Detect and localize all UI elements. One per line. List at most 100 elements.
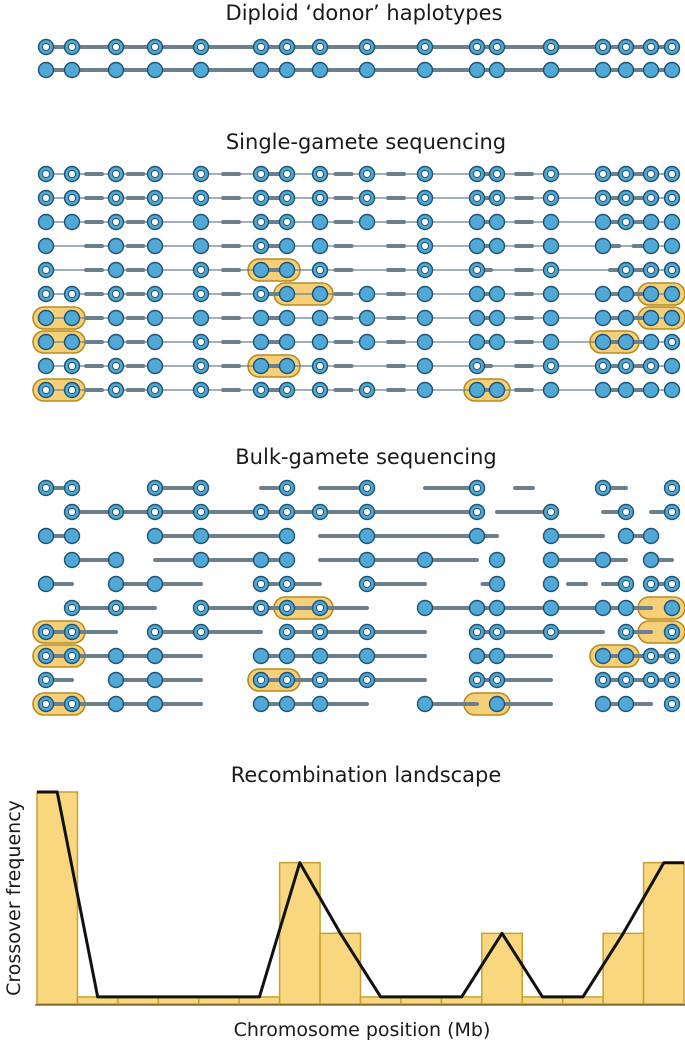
allele-marker-ref	[63, 551, 81, 569]
allele-marker-ref	[642, 333, 660, 351]
allele-marker-hole	[492, 42, 502, 52]
allele-marker-hole	[315, 627, 325, 637]
allele-marker-ref	[488, 61, 506, 79]
haplotype-row	[32, 620, 685, 644]
allele-marker-ref	[278, 647, 296, 665]
allele-marker-hole	[67, 193, 77, 203]
donor-haplotypes	[37, 38, 681, 79]
allele-marker-hole	[67, 289, 77, 299]
allele-marker-ref	[594, 237, 612, 255]
allele-marker-ref	[358, 213, 376, 231]
allele-marker-hole	[667, 627, 677, 637]
allele-marker-hole	[472, 193, 482, 203]
allele-marker-hole	[621, 675, 631, 685]
allele-marker-ref	[663, 309, 681, 327]
allele-marker-hole	[111, 289, 121, 299]
allele-marker-ref	[468, 309, 486, 327]
allele-marker-hole	[546, 42, 556, 52]
allele-marker-hole	[111, 193, 121, 203]
allele-marker-ref	[146, 527, 164, 545]
allele-marker-ref	[542, 61, 560, 79]
allele-marker-ref	[63, 527, 81, 545]
allele-marker-hole	[150, 193, 160, 203]
allele-marker-ref	[488, 285, 506, 303]
allele-marker-ref	[107, 671, 125, 689]
allele-marker-hole	[150, 42, 160, 52]
allele-marker-hole	[67, 699, 77, 709]
allele-marker-ref	[278, 695, 296, 713]
allele-marker-hole	[667, 675, 677, 685]
allele-marker-ref	[594, 599, 612, 617]
allele-marker-ref	[416, 309, 434, 327]
allele-marker-ref	[468, 285, 486, 303]
allele-marker-hole	[546, 507, 556, 517]
allele-marker-hole	[282, 507, 292, 517]
allele-marker-hole	[420, 217, 430, 227]
allele-marker-ref	[542, 575, 560, 593]
allele-marker-ref	[594, 551, 612, 569]
allele-marker-ref	[107, 551, 125, 569]
allele-marker-ref	[311, 61, 329, 79]
allele-marker-hole	[667, 265, 677, 275]
allele-marker-hole	[196, 289, 206, 299]
allele-marker-ref	[663, 213, 681, 231]
allele-marker-hole	[492, 169, 502, 179]
allele-marker-hole	[41, 193, 51, 203]
allele-marker-ref	[146, 61, 164, 79]
allele-marker-ref	[107, 237, 125, 255]
allele-marker-ref	[358, 309, 376, 327]
allele-marker-hole	[315, 265, 325, 275]
allele-marker-hole	[111, 507, 121, 517]
allele-marker-ref	[468, 213, 486, 231]
allele-marker-hole	[472, 265, 482, 275]
allele-marker-hole	[362, 169, 372, 179]
allele-marker-hole	[667, 337, 677, 347]
allele-marker-hole	[621, 193, 631, 203]
allele-marker-hole	[41, 651, 51, 661]
allele-marker-hole	[67, 361, 77, 371]
y-axis-label: Crossover frequency	[3, 800, 25, 996]
haplotype-row	[37, 282, 685, 306]
allele-marker-hole	[315, 603, 325, 613]
allele-marker-hole	[472, 42, 482, 52]
allele-marker-hole	[67, 651, 77, 661]
allele-marker-hole	[621, 579, 631, 589]
allele-marker-hole	[150, 385, 160, 395]
allele-marker-ref	[488, 309, 506, 327]
allele-marker-hole	[41, 627, 51, 637]
allele-marker-ref	[642, 213, 660, 231]
allele-marker-ref	[107, 309, 125, 327]
allele-marker-ref	[663, 599, 681, 617]
allele-marker-hole	[646, 579, 656, 589]
donor-title: Diploid ‘donor’ haplotypes	[226, 1, 503, 25]
haplotype-row	[37, 61, 681, 79]
allele-marker-ref	[416, 695, 434, 713]
allele-marker-ref	[594, 213, 612, 231]
allele-marker-ref	[37, 333, 55, 351]
allele-marker-ref	[468, 527, 486, 545]
haplotype-row	[37, 668, 681, 692]
allele-marker-hole	[150, 507, 160, 517]
allele-marker-ref	[594, 647, 612, 665]
allele-marker-ref	[311, 237, 329, 255]
bulk-title: Bulk-gamete sequencing	[235, 445, 496, 469]
allele-marker-hole	[41, 265, 51, 275]
allele-marker-hole	[492, 675, 502, 685]
allele-marker-ref	[311, 213, 329, 231]
allele-marker-hole	[256, 217, 266, 227]
allele-marker-ref	[278, 551, 296, 569]
allele-marker-hole	[667, 42, 677, 52]
allele-marker-ref	[358, 527, 376, 545]
allele-marker-hole	[621, 627, 631, 637]
allele-marker-hole	[646, 265, 656, 275]
allele-marker-hole	[362, 579, 372, 589]
allele-marker-ref	[107, 647, 125, 665]
landscape-title: Recombination landscape	[231, 763, 502, 787]
allele-marker-hole	[196, 42, 206, 52]
allele-marker-hole	[621, 507, 631, 517]
allele-marker-ref	[663, 237, 681, 255]
histogram-bar	[36, 791, 79, 1005]
allele-marker-hole	[67, 385, 77, 395]
allele-marker-ref	[663, 357, 681, 375]
